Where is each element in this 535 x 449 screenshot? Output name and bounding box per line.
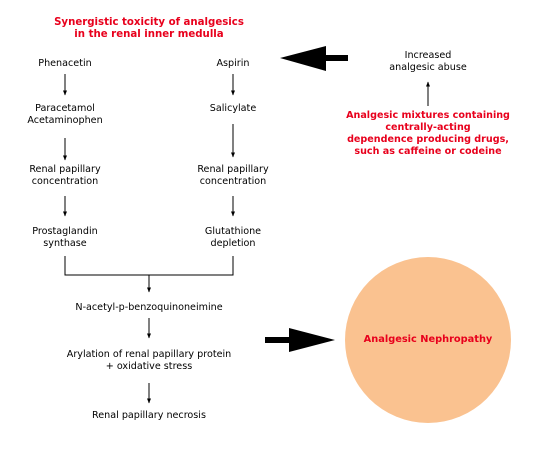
node-aspirin: Aspirin (216, 58, 250, 69)
node-increased-abuse: Increased analgesic abuse (389, 50, 467, 73)
big-arrow-to-outcome (265, 328, 335, 352)
node-salicylate: Salicylate (209, 103, 257, 114)
node-paracetamol: Paracetamol Acetaminophen (27, 103, 103, 126)
outcome-circle (345, 257, 511, 423)
node-glutathione-depletion: Glutathione depletion (204, 226, 262, 249)
node-renal-concentration-left: Renal papillary concentration (29, 164, 101, 187)
big-arrow-to-title (280, 46, 348, 71)
bracket-connector (64, 256, 234, 276)
node-renal-concentration-right: Renal papillary concentration (197, 164, 269, 187)
node-prostaglandin-synthase: Prostaglandin synthase (32, 226, 98, 249)
diagram-title: Synergistic toxicity of analgesics in th… (54, 17, 244, 40)
node-naqpi: N-acetyl-p-benzoquinoneimine (75, 302, 223, 313)
node-phenacetin: Phenacetin (38, 58, 92, 69)
node-arylation: Arylation of renal papillary protein + o… (66, 349, 232, 372)
node-analgesic-mixtures: Analgesic mixtures containing centrally-… (346, 110, 510, 157)
outcome-label: Analgesic Nephropathy (363, 334, 493, 345)
node-renal-papillary-necrosis: Renal papillary necrosis (92, 410, 206, 421)
